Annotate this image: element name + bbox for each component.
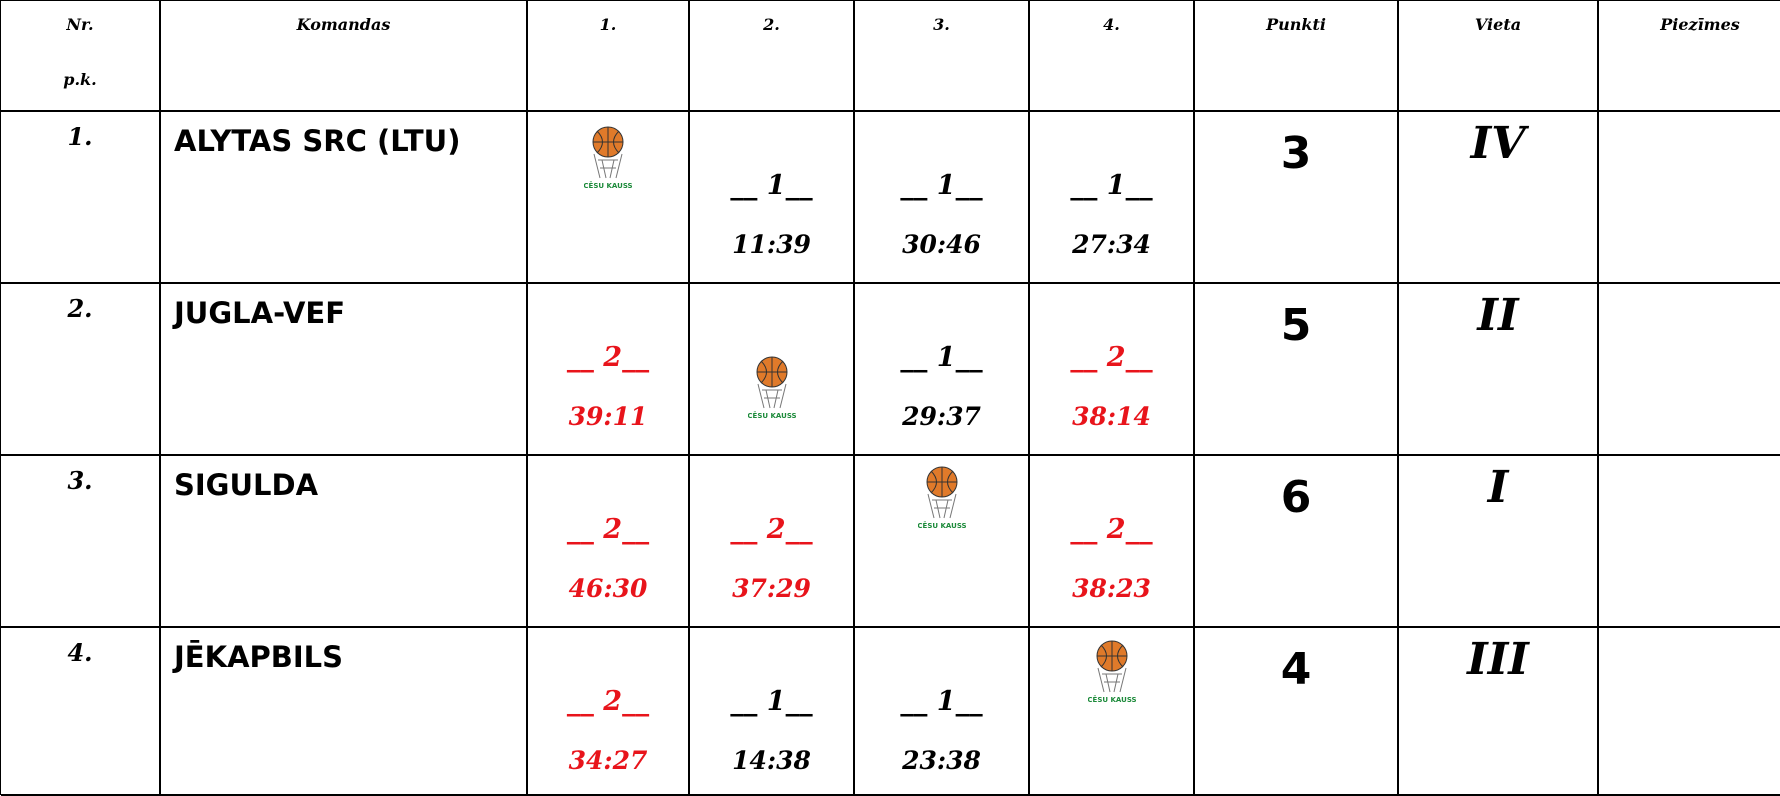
row-number: 2. — [1, 284, 161, 456]
header-points: Punkti — [1195, 1, 1399, 112]
team-notes — [1599, 628, 1780, 796]
game-ratio: 38:23 — [1072, 574, 1151, 603]
game-score: __ 2__ — [1070, 514, 1153, 545]
game-cell: __ 2__ 39:11 — [528, 284, 690, 456]
game-ratio: 14:38 — [732, 746, 811, 775]
team-place: IV — [1399, 112, 1599, 284]
logo-label: CĒSU KAUSS — [918, 521, 966, 530]
team-notes — [1599, 456, 1780, 628]
header-place: Vieta — [1399, 1, 1599, 112]
logo-label: CĒSU KAUSS — [748, 411, 796, 420]
team-place: I — [1399, 456, 1599, 628]
team-points: 3 — [1195, 112, 1399, 284]
game-cell: __ 1__ 30:46 — [855, 112, 1030, 284]
game-cell: __ 2__ 34:27 — [528, 628, 690, 796]
header-nr: Nr. p.k. — [1, 1, 161, 112]
game-cell: __ 1__ 29:37 — [855, 284, 1030, 456]
team-name: ALYTAS SRC (LTU) — [161, 112, 528, 284]
row-number: 1. — [1, 112, 161, 284]
team-points: 5 — [1195, 284, 1399, 456]
game-cell-self: CĒSU KAUSS — [1030, 628, 1195, 796]
game-ratio: 38:14 — [1072, 402, 1151, 431]
header-game-4: 4. — [1030, 1, 1195, 112]
cesu-kauss-logo-icon: CĒSU KAUSS — [748, 356, 796, 420]
team-notes — [1599, 112, 1780, 284]
header-game-1: 1. — [528, 1, 690, 112]
game-score: __ 2__ — [730, 514, 813, 545]
game-ratio: 11:39 — [732, 230, 811, 259]
game-score: __ 2__ — [566, 686, 650, 717]
game-score: __ 1__ — [900, 686, 983, 717]
team-name: JĒKAPBILS — [161, 628, 528, 796]
team-notes — [1599, 284, 1780, 456]
game-score: __ 1__ — [730, 170, 813, 201]
header-nr-line1: Nr. — [66, 15, 94, 34]
header-game-2: 2. — [690, 1, 855, 112]
game-cell: __ 1__ 23:38 — [855, 628, 1030, 796]
game-score: __ 1__ — [1070, 170, 1153, 201]
game-ratio: 23:38 — [902, 746, 981, 775]
game-ratio: 27:34 — [1072, 230, 1151, 259]
header-game-3: 3. — [855, 1, 1030, 112]
game-cell: __ 1__ 27:34 — [1030, 112, 1195, 284]
team-place: III — [1399, 628, 1599, 796]
logo-label: CĒSU KAUSS — [1088, 695, 1136, 704]
team-points: 4 — [1195, 628, 1399, 796]
team-points: 6 — [1195, 456, 1399, 628]
header-notes: Piezīmes — [1599, 1, 1780, 112]
game-score: __ 2__ — [566, 514, 650, 545]
game-ratio: 34:27 — [568, 746, 648, 775]
game-cell-self: CĒSU KAUSS — [690, 284, 855, 456]
game-score: __ 1__ — [730, 686, 813, 717]
game-cell: __ 2__ 46:30 — [528, 456, 690, 628]
game-cell: __ 2__ 38:23 — [1030, 456, 1195, 628]
row-number: 3. — [1, 456, 161, 628]
cesu-kauss-logo-icon: CĒSU KAUSS — [584, 126, 632, 190]
team-name: JUGLA-VEF — [161, 284, 528, 456]
header-team: Komandas — [161, 1, 528, 112]
game-cell: __ 1__ 14:38 — [690, 628, 855, 796]
game-score: __ 1__ — [900, 342, 983, 373]
game-cell-self: CĒSU KAUSS — [528, 112, 690, 284]
game-cell: __ 1__ 11:39 — [690, 112, 855, 284]
header-nr-line2: p.k. — [63, 70, 97, 89]
game-cell-self: CĒSU KAUSS — [855, 456, 1030, 628]
team-place: II — [1399, 284, 1599, 456]
game-cell: __ 2__ 38:14 — [1030, 284, 1195, 456]
game-ratio: 30:46 — [902, 230, 981, 259]
game-ratio: 46:30 — [568, 574, 648, 603]
row-number: 4. — [1, 628, 161, 796]
game-score: __ 2__ — [566, 342, 650, 373]
game-score: __ 2__ — [1070, 342, 1153, 373]
cesu-kauss-logo-icon: CĒSU KAUSS — [918, 466, 966, 530]
logo-label: CĒSU KAUSS — [584, 181, 632, 190]
team-name: SIGULDA — [161, 456, 528, 628]
game-ratio: 29:37 — [902, 402, 981, 431]
game-ratio: 37:29 — [732, 574, 811, 603]
cesu-kauss-logo-icon: CĒSU KAUSS — [1088, 640, 1136, 704]
game-cell: __ 2__ 37:29 — [690, 456, 855, 628]
game-score: __ 1__ — [900, 170, 983, 201]
game-ratio: 39:11 — [568, 402, 648, 431]
